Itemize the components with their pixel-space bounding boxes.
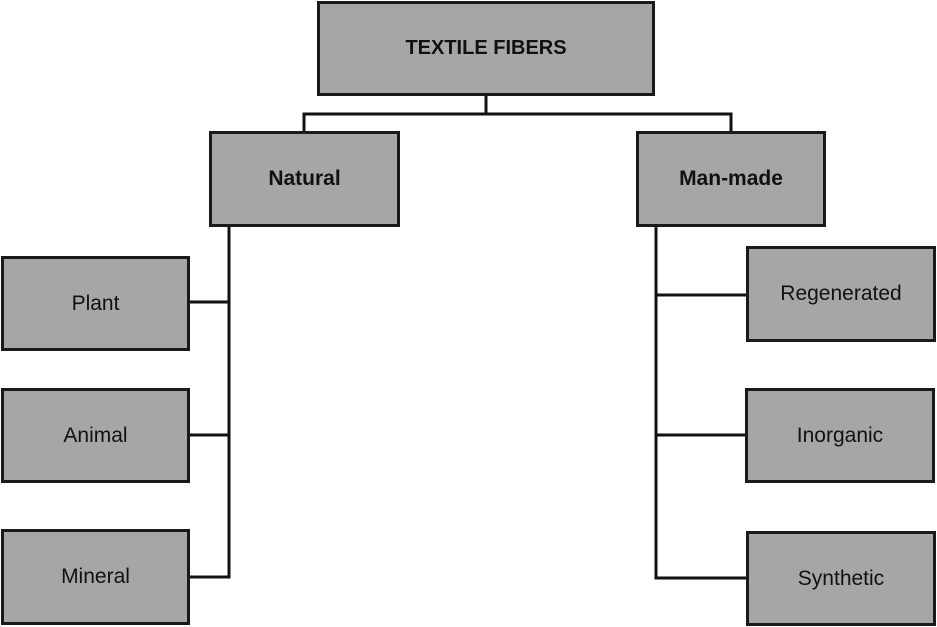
node-natural-label: Natural	[268, 167, 341, 190]
node-inorganic: Inorganic	[745, 388, 935, 483]
node-animal: Animal	[1, 388, 190, 483]
root-node-textile-fibers: TEXTILE FIBERS	[317, 1, 655, 96]
node-synthetic-label: Synthetic	[797, 566, 885, 590]
node-natural: Natural	[209, 131, 400, 227]
node-mineral: Mineral	[1, 529, 190, 625]
node-inorganic-label: Inorganic	[796, 423, 884, 447]
root-node-label: TEXTILE FIBERS	[405, 37, 567, 59]
node-regenerated-label: Regenerated	[780, 282, 902, 305]
node-man-made-label: Man-made	[679, 167, 783, 190]
node-plant-label: Plant	[71, 291, 120, 315]
node-mineral-label: Mineral	[61, 565, 130, 588]
node-animal-label: Animal	[63, 423, 128, 447]
node-synthetic: Synthetic	[746, 531, 936, 626]
node-plant: Plant	[1, 256, 190, 351]
node-regenerated: Regenerated	[746, 246, 936, 342]
node-man-made: Man-made	[636, 131, 826, 227]
